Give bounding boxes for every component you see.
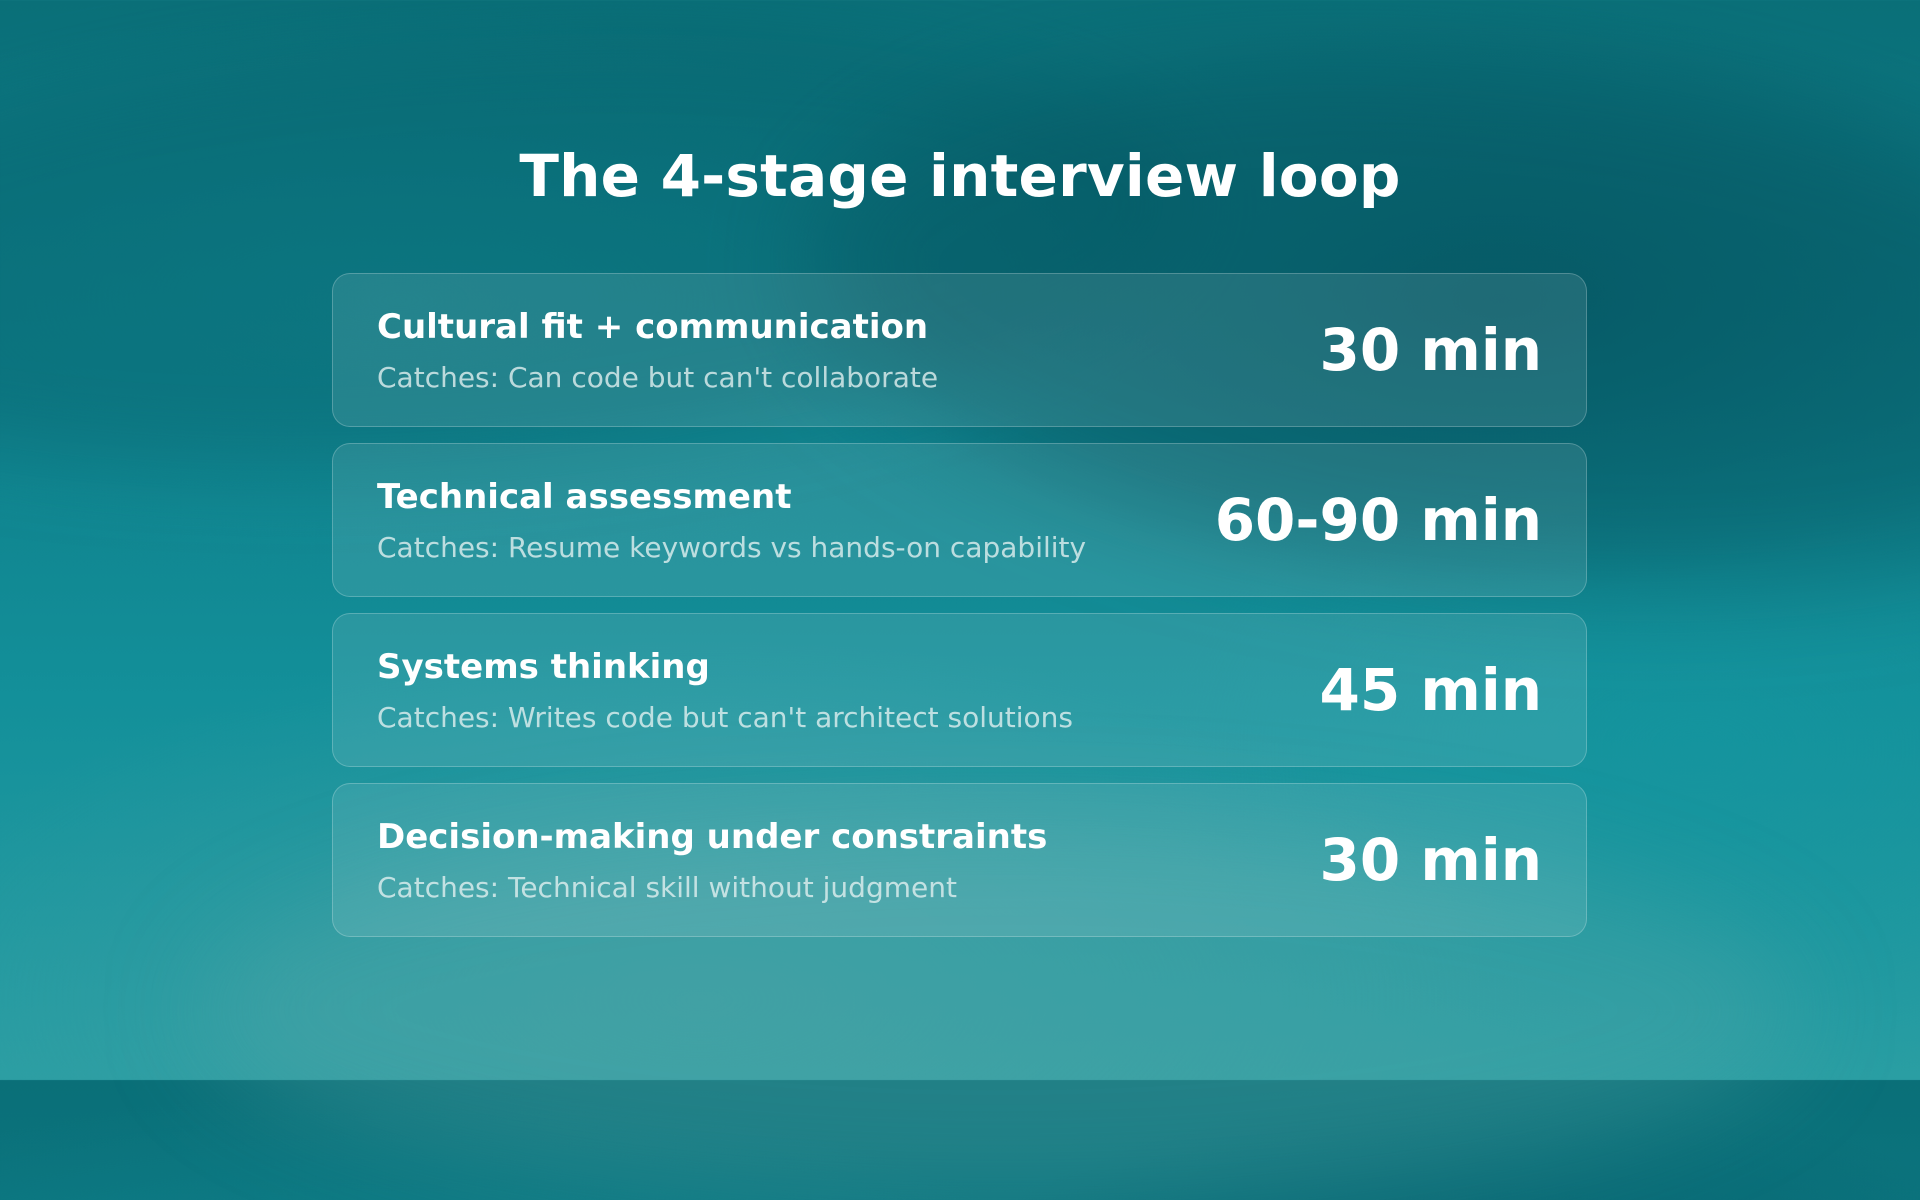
stage-text: Decision-making under constraints Catche… — [377, 817, 1047, 904]
stage-text: Technical assessment Catches: Resume key… — [377, 477, 1086, 564]
stage-text: Cultural fit + communication Catches: Ca… — [377, 307, 938, 394]
stage-text: Systems thinking Catches: Writes code bu… — [377, 647, 1073, 734]
stage-card-technical-assessment: Technical assessment Catches: Resume key… — [332, 443, 1587, 597]
stage-title: Systems thinking — [377, 646, 710, 687]
stage-title: Decision-making under constraints — [377, 816, 1048, 857]
stage-catches: Catches: Technical skill without judgmen… — [377, 870, 957, 904]
stage-duration: 60-90 min — [1214, 486, 1542, 554]
stage-card-decision-making: Decision-making under constraints Catche… — [332, 783, 1587, 937]
stage-card-systems-thinking: Systems thinking Catches: Writes code bu… — [332, 613, 1587, 767]
stage-title: Technical assessment — [377, 476, 792, 517]
stage-catches: Catches: Can code but can't collaborate — [377, 360, 939, 394]
page-title: The 4-stage interview loop — [519, 142, 1401, 210]
stage-catches: Catches: Writes code but can't architect… — [377, 700, 1074, 734]
stage-list: Cultural fit + communication Catches: Ca… — [332, 273, 1587, 953]
stage-duration: 30 min — [1319, 826, 1542, 894]
stage-duration: 30 min — [1319, 316, 1542, 384]
stage-catches: Catches: Resume keywords vs hands-on cap… — [377, 530, 1087, 564]
stage-card-cultural-fit: Cultural fit + communication Catches: Ca… — [332, 273, 1587, 427]
stage-title: Cultural fit + communication — [377, 306, 929, 347]
stage-duration: 45 min — [1319, 656, 1542, 724]
